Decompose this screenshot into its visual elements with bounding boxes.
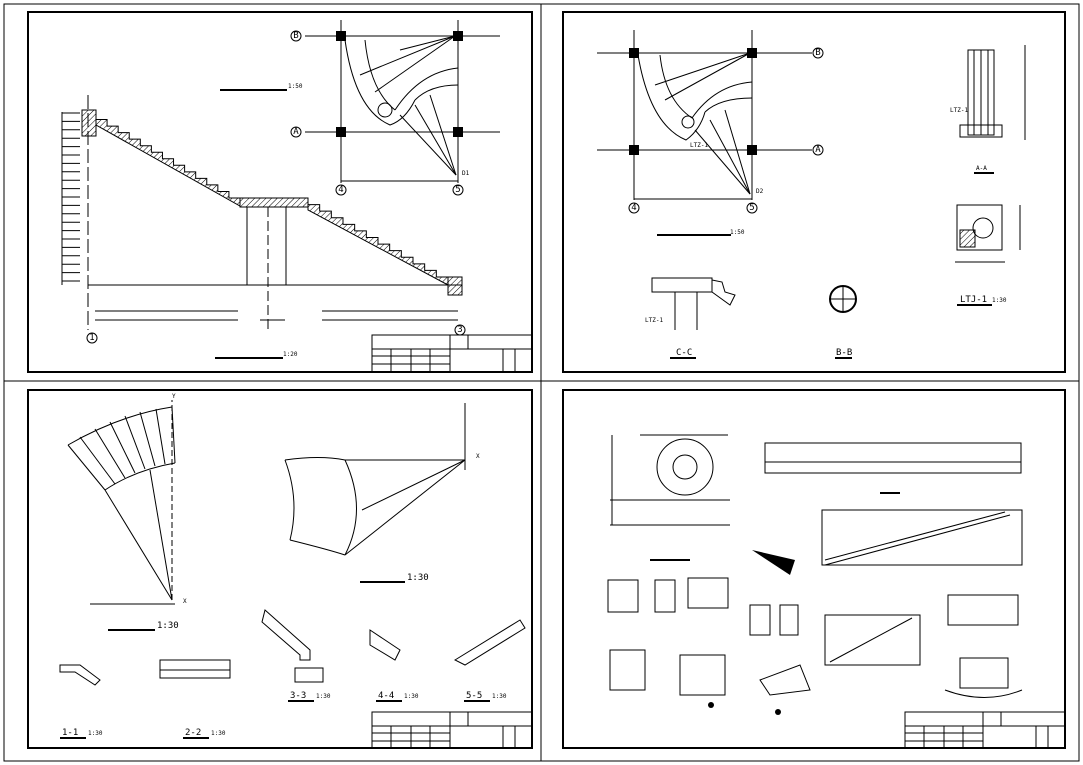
column-label-ltz: LTZ-1 [690, 142, 708, 149]
axis-x-label: X [183, 598, 187, 605]
section-label-4-4: 4-4 [378, 691, 394, 701]
axis-y-label: Y [172, 393, 176, 400]
section-label-2-2: 2-2 [185, 728, 201, 738]
grid-bubble-5-tr: 5 [749, 203, 754, 213]
plan-scale-label-bl-2: 1:30 [407, 573, 429, 583]
grid-bubble-A-tr: A [815, 145, 821, 155]
section-cc-detail [651, 277, 736, 359]
section-label-1-1: 1-1 [62, 728, 78, 738]
grid-bubble-4: 4 [338, 185, 343, 195]
section-scale-5-5: 1:30 [492, 693, 507, 700]
axis-x-label-2: X [476, 453, 480, 460]
section-aa-detail [959, 45, 1026, 174]
plan-scale-label-tr: 1:50 [730, 229, 745, 236]
frame-top-right [562, 11, 1066, 373]
point-label-d2: D2 [756, 188, 764, 195]
plan-scale-label-bl: 1:30 [157, 621, 179, 631]
section-label-5-5: 5-5 [466, 691, 482, 701]
section-scale-3-3: 1:30 [316, 693, 331, 700]
lower-flight [307, 198, 449, 286]
section-scale-label: 1:20 [283, 351, 298, 358]
title-block-top-left [371, 334, 533, 373]
stair-section-elevation [61, 95, 463, 330]
section-bb-label: B-B [836, 348, 852, 358]
section-bb-detail [829, 285, 857, 359]
column-label-ltz-aa: LTZ-1 [950, 107, 968, 114]
upper-flight [95, 113, 241, 207]
grid-bubble-B: B [293, 31, 298, 41]
section-cc-label: C-C [676, 348, 692, 358]
section-label-3-3: 3-3 [290, 691, 306, 701]
curved-stair-plan-2 [284, 403, 466, 583]
title-block-bottom-right [904, 711, 1066, 749]
spiral-stair-details [607, 434, 1023, 715]
frame-top-left [27, 11, 533, 373]
section-scale-1-1: 1:30 [88, 730, 103, 737]
stair-plan-top-left [305, 20, 500, 183]
grid-bubble-1: 1 [89, 333, 94, 343]
frame-bottom-left [27, 389, 533, 749]
stair-sections-row [59, 609, 526, 686]
point-label-d1: D1 [462, 170, 470, 177]
frame-bottom-right [562, 389, 1066, 749]
section-aa-label: A-A [976, 165, 987, 172]
stair-plan-top-right [597, 30, 812, 236]
plan-scale-label: 1:50 [288, 83, 303, 90]
grid-bubble-4-tr: 4 [631, 203, 636, 213]
grid-bubble-A: A [293, 127, 299, 137]
grid-bubble-3: 3 [457, 325, 462, 335]
grid-bubble-B-tr: B [815, 48, 820, 58]
ltj-label: LTJ-1 [960, 295, 987, 305]
footing-ltj-detail [955, 204, 1021, 306]
ltj-scale: 1:30 [992, 297, 1007, 304]
title-block-bottom-left [371, 711, 533, 749]
section-scale-2-2: 1:30 [211, 730, 226, 737]
grid-bubble-5: 5 [455, 185, 460, 195]
section-scale-4-4: 1:30 [404, 693, 419, 700]
column-label-ltz-cc: LTZ-1 [645, 317, 663, 324]
curved-stair-plan-1 [67, 400, 176, 631]
